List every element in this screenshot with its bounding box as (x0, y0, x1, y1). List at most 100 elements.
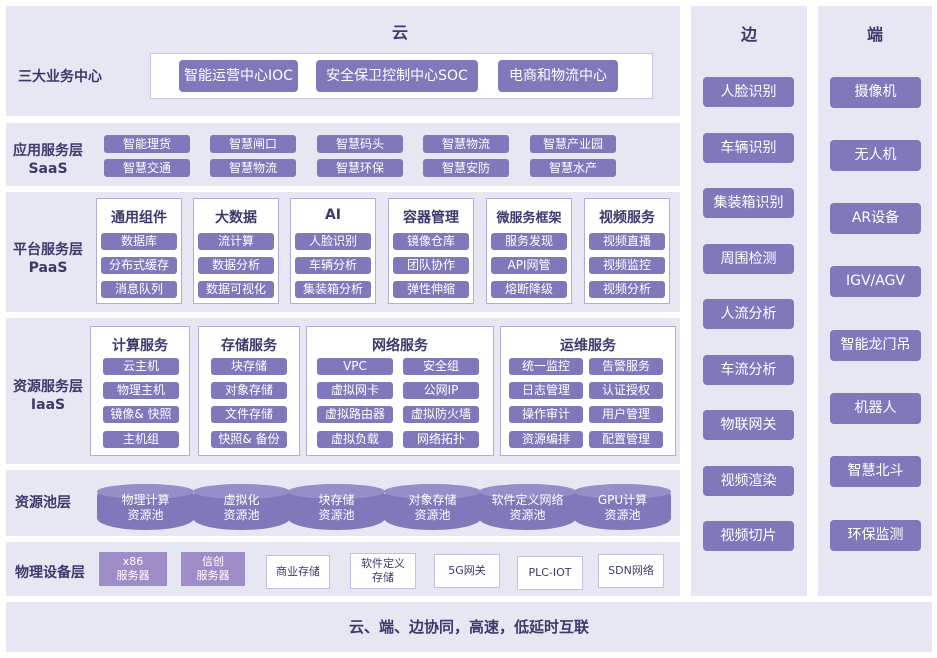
edge-item[interactable]: 车辆识别 (703, 133, 794, 163)
paas-item[interactable]: 弹性伸缩 (393, 281, 469, 298)
iaas-item[interactable]: 文件存储 (211, 406, 287, 423)
iaas-item[interactable]: 配置管理 (589, 431, 663, 448)
iaas-item[interactable]: 虚拟防火墙 (403, 406, 479, 423)
paas-item[interactable]: API网管 (491, 257, 567, 274)
saas-item[interactable]: 智慧物流 (210, 159, 296, 177)
end-item[interactable]: AR设备 (830, 203, 921, 234)
pool-line: 资源池 (318, 508, 355, 522)
saas-item[interactable]: 智慧产业园 (530, 135, 616, 153)
end-item[interactable]: IGV/AGV (830, 266, 921, 297)
paas-group-common: 通用组件 数据库 分布式缓存 消息队列 (96, 198, 182, 304)
iaas-item[interactable]: 镜像& 快照 (103, 406, 179, 423)
end-item[interactable]: 智慧北斗 (830, 456, 921, 487)
edge-item[interactable]: 物联网关 (703, 410, 794, 440)
saas-item[interactable]: 智慧码头 (317, 135, 403, 153)
iaas-item[interactable]: 虚拟负载 (317, 431, 393, 448)
edge-item[interactable]: 人脸识别 (703, 77, 794, 107)
center-ecommerce[interactable]: 电商和物流中心 (498, 60, 618, 92)
iaas-item[interactable]: 公网IP (403, 382, 479, 399)
edge-item[interactable]: 车流分析 (703, 355, 794, 385)
paas-item[interactable]: 数据可视化 (198, 281, 274, 298)
end-item[interactable]: 环保监测 (830, 520, 921, 551)
iaas-item[interactable]: 用户管理 (589, 406, 663, 423)
device-commercial-storage[interactable]: 商业存储 (266, 555, 330, 589)
paas-item[interactable]: 视频分析 (589, 281, 665, 298)
center-ioc[interactable]: 智能运营中心IOC (179, 60, 298, 92)
end-item[interactable]: 摄像机 (830, 77, 921, 108)
device-sds[interactable]: 软件定义存储 (350, 553, 416, 589)
pool-line: 资源池 (223, 508, 260, 522)
iaas-item[interactable]: 主机组 (103, 431, 179, 448)
pool-block-storage[interactable]: 块存储资源池 (288, 484, 385, 530)
pool-label: 资源池层 (15, 495, 71, 511)
center-soc[interactable]: 安全保卫控制中心SOC (316, 60, 478, 92)
iaas-item[interactable]: 块存储 (211, 358, 287, 375)
end-title: 端 (866, 25, 883, 44)
paas-item[interactable]: 视频直播 (589, 233, 665, 250)
saas-item[interactable]: 智慧物流 (423, 135, 509, 153)
iaas-item[interactable]: 日志管理 (509, 382, 583, 399)
saas-item[interactable]: 智慧环保 (317, 159, 403, 177)
iaas-item[interactable]: 资源编排 (509, 431, 583, 448)
device-sdn[interactable]: SDN网络 (598, 554, 664, 588)
edge-item[interactable]: 集装箱识别 (703, 188, 794, 218)
pool-virtualization[interactable]: 虚拟化资源池 (193, 484, 290, 530)
end-item[interactable]: 机器人 (830, 393, 921, 424)
edge-item[interactable]: 人流分析 (703, 299, 794, 329)
paas-item[interactable]: 流计算 (198, 233, 274, 250)
paas-item[interactable]: 集装箱分析 (295, 281, 371, 298)
saas-item[interactable]: 智慧安防 (423, 159, 509, 177)
device-line: 服务器 (196, 569, 230, 582)
iaas-group-title: 网络服务 (372, 338, 428, 354)
saas-item[interactable]: 智慧闸口 (210, 135, 296, 153)
iaas-item[interactable]: VPC (317, 358, 393, 375)
paas-item[interactable]: 数据库 (101, 233, 177, 250)
saas-item[interactable]: 智慧交通 (104, 159, 190, 177)
iaas-item[interactable]: 操作审计 (509, 406, 583, 423)
device-plc-iot[interactable]: PLC-IOT (517, 556, 583, 590)
device-line: 服务器 (116, 569, 150, 582)
iaas-item[interactable]: 安全组 (403, 358, 479, 375)
paas-item[interactable]: 镜像仓库 (393, 233, 469, 250)
pool-sdn[interactable]: 软件定义网络资源池 (479, 484, 576, 530)
iaas-item[interactable]: 云主机 (103, 358, 179, 375)
paas-item[interactable]: 视频监控 (589, 257, 665, 274)
iaas-item[interactable]: 虚拟网卡 (317, 382, 393, 399)
iaas-item[interactable]: 虚拟路由器 (317, 406, 393, 423)
paas-item[interactable]: 服务发现 (491, 233, 567, 250)
edge-item[interactable]: 周围检测 (703, 244, 794, 274)
pool-line: 物理计算 (121, 493, 170, 507)
paas-item[interactable]: 数据分析 (198, 257, 274, 274)
iaas-item[interactable]: 统一监控 (509, 358, 583, 375)
end-item[interactable]: 智能龙门吊 (830, 330, 921, 361)
paas-group-title: 通用组件 (111, 210, 167, 226)
iaas-item[interactable]: 对象存储 (211, 382, 287, 399)
paas-group-bigdata: 大数据 流计算 数据分析 数据可视化 (193, 198, 279, 304)
iaas-item[interactable]: 网络拓扑 (403, 431, 479, 448)
cloud-title: 云 (391, 23, 408, 42)
end-item[interactable]: 无人机 (830, 140, 921, 171)
edge-item[interactable]: 视频渲染 (703, 466, 794, 496)
device-xinchuang-server[interactable]: 信创服务器 (181, 552, 245, 586)
iaas-group-storage: 存储服务 块存储 对象存储 文件存储 快照& 备份 (198, 326, 300, 456)
paas-item[interactable]: 消息队列 (101, 281, 177, 298)
iaas-item[interactable]: 认证授权 (589, 382, 663, 399)
paas-item[interactable]: 分布式缓存 (101, 257, 177, 274)
iaas-item[interactable]: 告警服务 (589, 358, 663, 375)
device-5g-gateway[interactable]: 5G网关 (434, 554, 500, 588)
paas-item[interactable]: 人脸识别 (295, 233, 371, 250)
edge-item[interactable]: 视频切片 (703, 521, 794, 551)
iaas-item[interactable]: 物理主机 (103, 382, 179, 399)
iaas-item[interactable]: 快照& 备份 (211, 431, 287, 448)
paas-item[interactable]: 熔断降级 (491, 281, 567, 298)
pool-object-storage[interactable]: 对象存储资源池 (384, 484, 481, 530)
iaas-group-title: 运维服务 (560, 338, 616, 354)
pool-gpu[interactable]: GPU计算资源池 (574, 484, 671, 530)
saas-item[interactable]: 智慧水产 (530, 159, 616, 177)
pool-physical-compute[interactable]: 物理计算资源池 (97, 484, 194, 530)
paas-item[interactable]: 团队协作 (393, 257, 469, 274)
paas-item[interactable]: 车辆分析 (295, 257, 371, 274)
saas-item[interactable]: 智能理货 (104, 135, 190, 153)
paas-group-container: 容器管理 镜像仓库 团队协作 弹性伸缩 (388, 198, 474, 304)
